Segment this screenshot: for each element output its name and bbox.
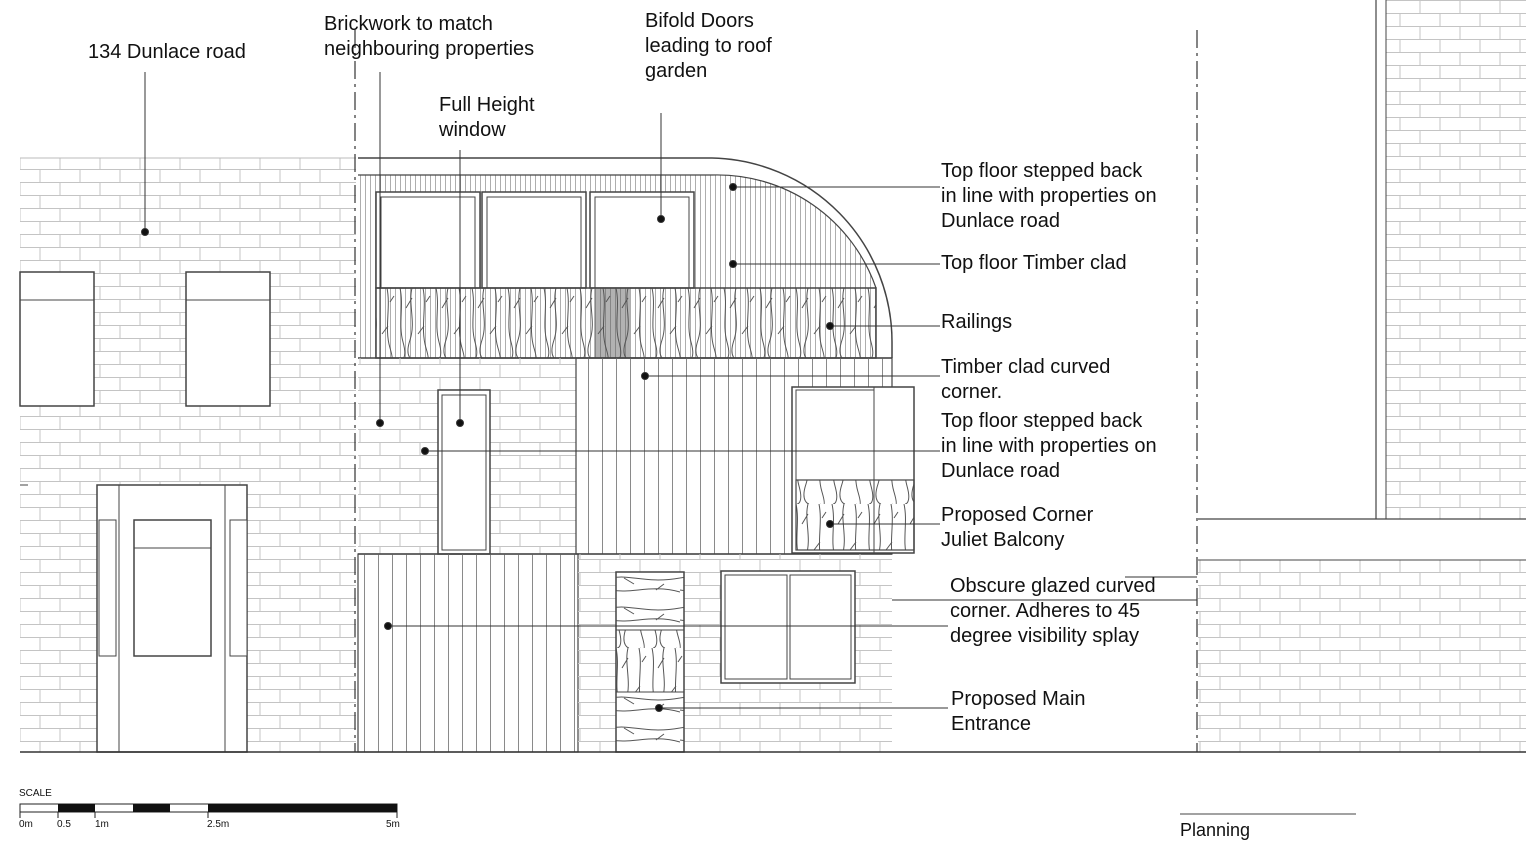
ground-floor-window [720,570,856,684]
label-bifold-doors: Bifold Doors leading to roof garden [645,10,772,82]
scale-segment-2 [133,804,170,812]
bifold-door-2 [481,191,587,289]
scale-bar [19,803,398,818]
bifold-door-3 [589,191,695,289]
neighbour-window-left [19,271,95,407]
neighbour-door-window [133,519,212,657]
scale-tick-4: 5m [386,819,400,830]
right-neighbour-buildings [1198,0,1526,752]
ground-floor-clad [358,554,578,752]
scale-tick-2: 1m [95,819,109,830]
proposed-building [357,157,915,753]
scale-segment-3 [208,804,397,812]
label-top-floor-stepped-2: Top floor stepped back in line with prop… [941,410,1157,482]
scale-tick-1: 0.5 [57,819,71,830]
scale-tick-3: 2.5m [207,819,230,830]
label-neighbour: 134 Dunlace road [88,41,246,63]
label-top-floor-timber: Top floor Timber clad [941,252,1127,274]
label-timber-curved: Timber clad curved corner. [941,356,1111,403]
label-juliet-balcony: Proposed Corner Juliet Balcony [941,504,1094,551]
scale-tick-0: 0m [19,819,33,830]
label-obscure-glazed: Obscure glazed curved corner. Adheres to… [950,575,1156,647]
scale-title: SCALE [19,788,52,799]
full-height-window [437,389,491,555]
leaders [141,72,1197,712]
label-brickwork: Brickwork to match neighbouring properti… [324,13,535,60]
juliet-balcony-railing [795,479,915,551]
label-top-floor-stepped-1: Top floor stepped back in line with prop… [941,160,1157,232]
label-full-height-window: Full Height window [439,94,535,141]
neighbour-building [19,157,356,753]
bifold-door-1 [375,191,481,289]
roof-curve [358,157,893,358]
scale-segment-1 [58,804,95,812]
railings [375,287,877,359]
label-main-entrance: Proposed Main Entrance [951,688,1086,735]
boundary-lines [354,30,1198,752]
label-railings: Railings [941,311,1013,333]
planning-label: Planning [1180,820,1251,840]
neighbour-window-right [185,271,271,407]
